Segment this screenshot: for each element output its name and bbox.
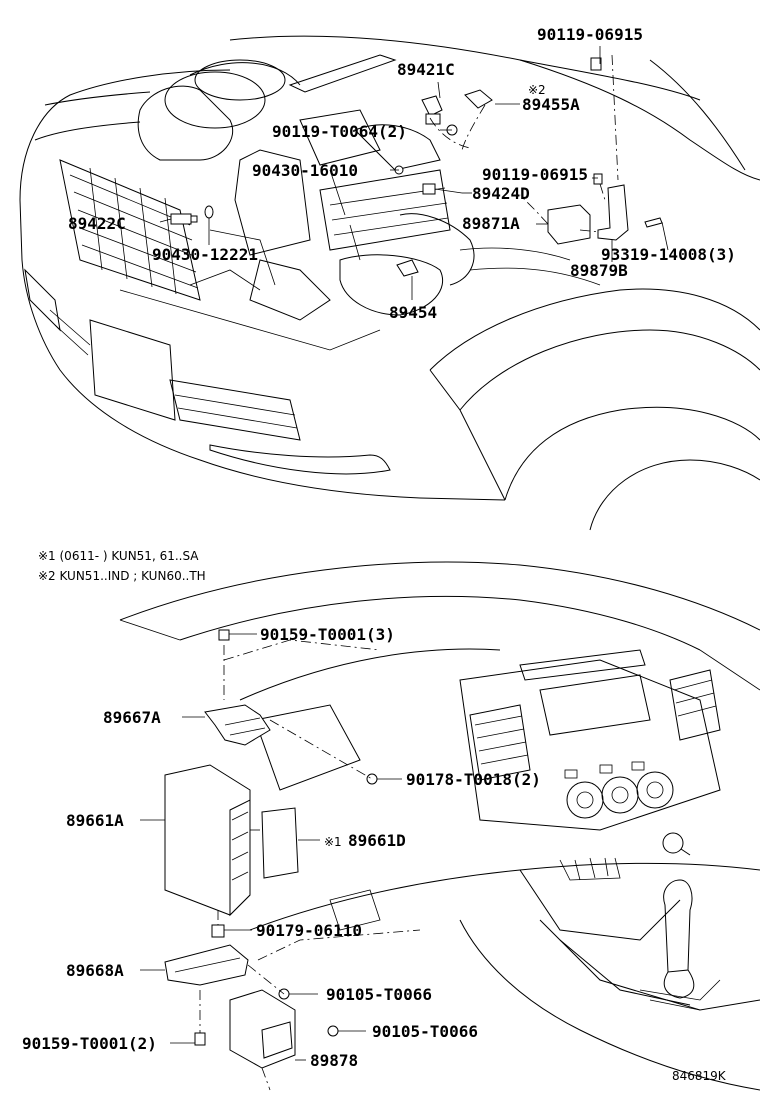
nut-icon: [366, 773, 378, 785]
top-labels: 90119-06915 89421C ※2 89455A 90119-T0064…: [68, 25, 736, 322]
note-marker: ※1: [324, 835, 342, 849]
sensor-icon: [421, 95, 443, 117]
diagram-reference-code: 846819K: [672, 1069, 727, 1083]
part-number-label: 90159-T0001(3): [260, 625, 395, 644]
part-number-label: 89454: [389, 303, 437, 322]
sensor-icon: [422, 183, 436, 195]
bracket-icon: [597, 184, 629, 241]
bottom-leaders: [140, 633, 402, 1061]
part-number-label: 89871A: [462, 214, 520, 233]
part-number-label: 89422C: [68, 214, 126, 233]
bolt-icon: [590, 57, 602, 71]
part-number-label: 89661D: [348, 831, 406, 850]
note-marker: ※2: [528, 83, 546, 97]
bolt-icon: [218, 629, 230, 641]
part-number-label: 90119-06915: [537, 25, 643, 44]
washer-icon: [204, 205, 214, 219]
top-leaders: [159, 46, 669, 300]
sensor-icon: [464, 89, 493, 109]
bolt-icon: [644, 217, 663, 228]
sensor-icon: [396, 259, 419, 277]
ecu-module-icon: [547, 204, 591, 245]
clip-icon: [211, 924, 225, 938]
part-number-label: 93319-14008(3): [601, 245, 736, 264]
bolt-icon: [327, 1025, 339, 1037]
part-number-label: 89421C: [397, 60, 455, 79]
part-number-label: 89661A: [66, 811, 124, 830]
dashboard-illustration: [119, 561, 760, 1091]
notes: ※1 (0611- ) KUN51, 61..SA ※2 KUN51..IND …: [38, 549, 206, 583]
panel-icon: [261, 807, 299, 879]
part-number-label: 89667A: [103, 708, 161, 727]
part-number-label: 90119-06915: [482, 165, 588, 184]
part-number-label: 89879B: [570, 261, 628, 280]
part-number-label: 90430-16010: [252, 161, 358, 180]
part-number-label: 89668A: [66, 961, 124, 980]
top-hardware: [170, 54, 663, 277]
part-number-label: 90159-T0001(2): [22, 1034, 157, 1053]
bottom-hardware: [164, 629, 421, 1091]
part-number-label: 90179-06110: [256, 921, 362, 940]
part-number-label: 90430-12221: [152, 245, 258, 264]
part-number-label: 90178-T0018(2): [406, 770, 541, 789]
note-1: ※1 (0611- ) KUN51, 61..SA: [38, 549, 199, 563]
bottom-labels: 90159-T0001(3) 89667A 90178-T0018(2) 896…: [22, 625, 727, 1083]
bolt-icon: [593, 173, 603, 185]
sensor-icon: [170, 213, 192, 225]
engine-bay-illustration: [19, 35, 760, 531]
bolt-icon: [194, 1032, 206, 1046]
part-number-label: 89424D: [472, 184, 530, 203]
part-number-label: 90119-T0064(2): [272, 122, 407, 141]
part-number-label: 89878: [310, 1051, 358, 1070]
part-number-label: 90105-T0066: [372, 1022, 478, 1041]
part-number-label: 90105-T0066: [326, 985, 432, 1004]
part-number-label: 89455A: [522, 95, 580, 114]
note-2: ※2 KUN51..IND ; KUN60..TH: [38, 569, 206, 583]
bracket-icon: [204, 704, 271, 746]
